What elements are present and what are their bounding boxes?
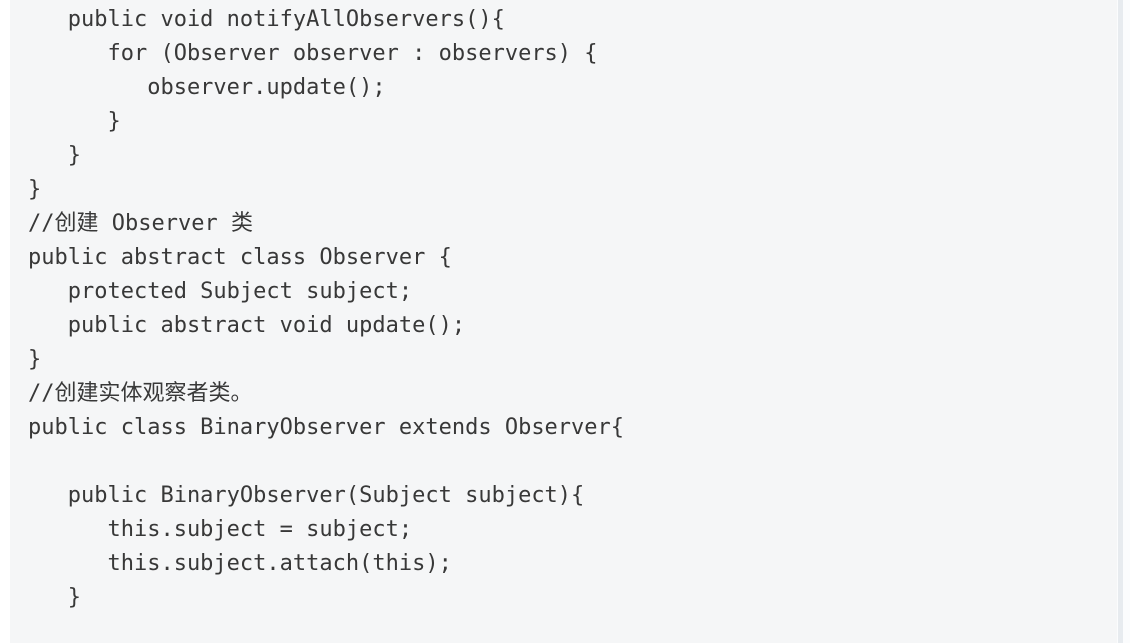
scrollbar-gutter[interactable] xyxy=(1117,0,1130,643)
code-block: public void notifyAllObservers(){ for (O… xyxy=(10,0,1117,643)
scrollbar-track[interactable] xyxy=(1118,0,1123,643)
